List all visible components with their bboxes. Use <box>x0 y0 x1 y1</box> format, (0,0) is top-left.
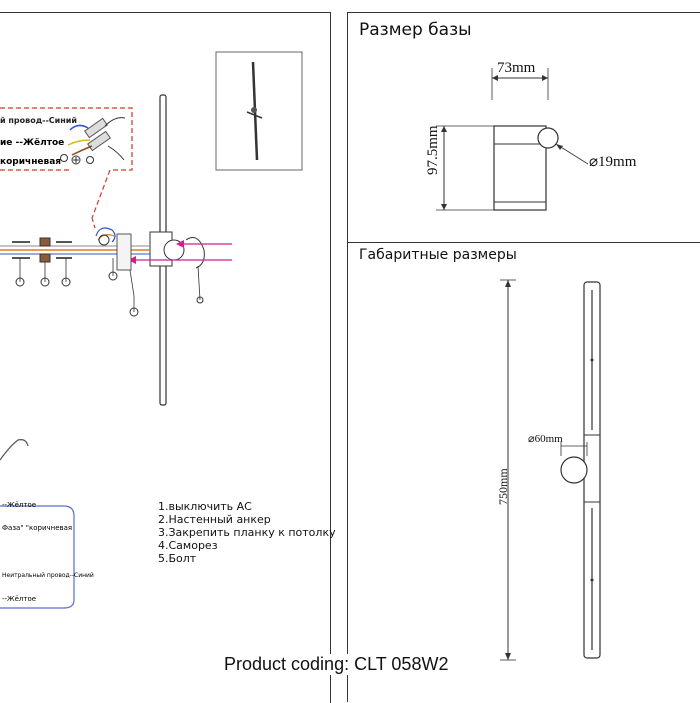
cable-curve <box>0 439 29 461</box>
overall-height-label: 750mm <box>496 468 510 505</box>
assembly-steps: 1.выключить АС 2.Настенный анкер 3.Закре… <box>158 500 336 565</box>
legend-box <box>0 505 75 609</box>
callout-outline <box>0 107 133 219</box>
legend-phase: Фаза" "коричневая <box>2 524 73 532</box>
overall-drawing <box>500 279 601 661</box>
callout-wire-blue: й провод--Синий <box>0 116 78 125</box>
left-assembly-panel <box>0 12 331 703</box>
step-4: 4.Саморез <box>158 539 218 552</box>
legend-yellow-1: --Жёлтое <box>2 501 37 509</box>
panel-border <box>347 12 700 13</box>
callout-wire-brown: коричневая <box>0 157 62 167</box>
base-height-label: 97.5mm <box>425 125 441 175</box>
callout-wire-yellow: ие --Жёлтое <box>0 138 65 148</box>
thumbnail-frame <box>215 51 303 171</box>
overall-globe <box>560 456 588 484</box>
base-hole-label: ⌀19mm <box>589 154 637 170</box>
wire-connector-icon <box>60 117 126 165</box>
step-3: 3.Закрепить планку к потолку <box>158 526 336 539</box>
base-size-drawing <box>436 68 589 211</box>
assembly-diagram <box>0 51 303 609</box>
base-width-label: 73mm <box>497 60 536 76</box>
base-body <box>493 125 547 211</box>
rotation-arrow-icon <box>185 237 205 269</box>
lamp-fixture-icon <box>149 94 185 406</box>
base-hole <box>537 127 559 149</box>
legend-yellow-2: --Жёлтое <box>2 595 37 603</box>
lamp-thumbnail-icon <box>246 61 263 161</box>
product-coding: Product coding: CLT 058W2 <box>224 654 449 675</box>
base-size-title: Размер базы <box>359 20 472 40</box>
panel-divider <box>347 12 348 702</box>
section-divider <box>347 242 700 243</box>
step-1: 1.выключить АС <box>158 500 252 513</box>
overall-diameter-label: ⌀60mm <box>528 433 563 445</box>
step-2: 2.Настенный анкер <box>158 513 271 526</box>
step-5: 5.Болт <box>158 552 197 565</box>
screw-icon <box>12 241 30 259</box>
legend-neutral: Неитральный провод--Синий <box>2 572 94 579</box>
overall-dimensions-title: Габаритные размеры <box>359 247 517 263</box>
mounting-plate <box>116 233 132 271</box>
